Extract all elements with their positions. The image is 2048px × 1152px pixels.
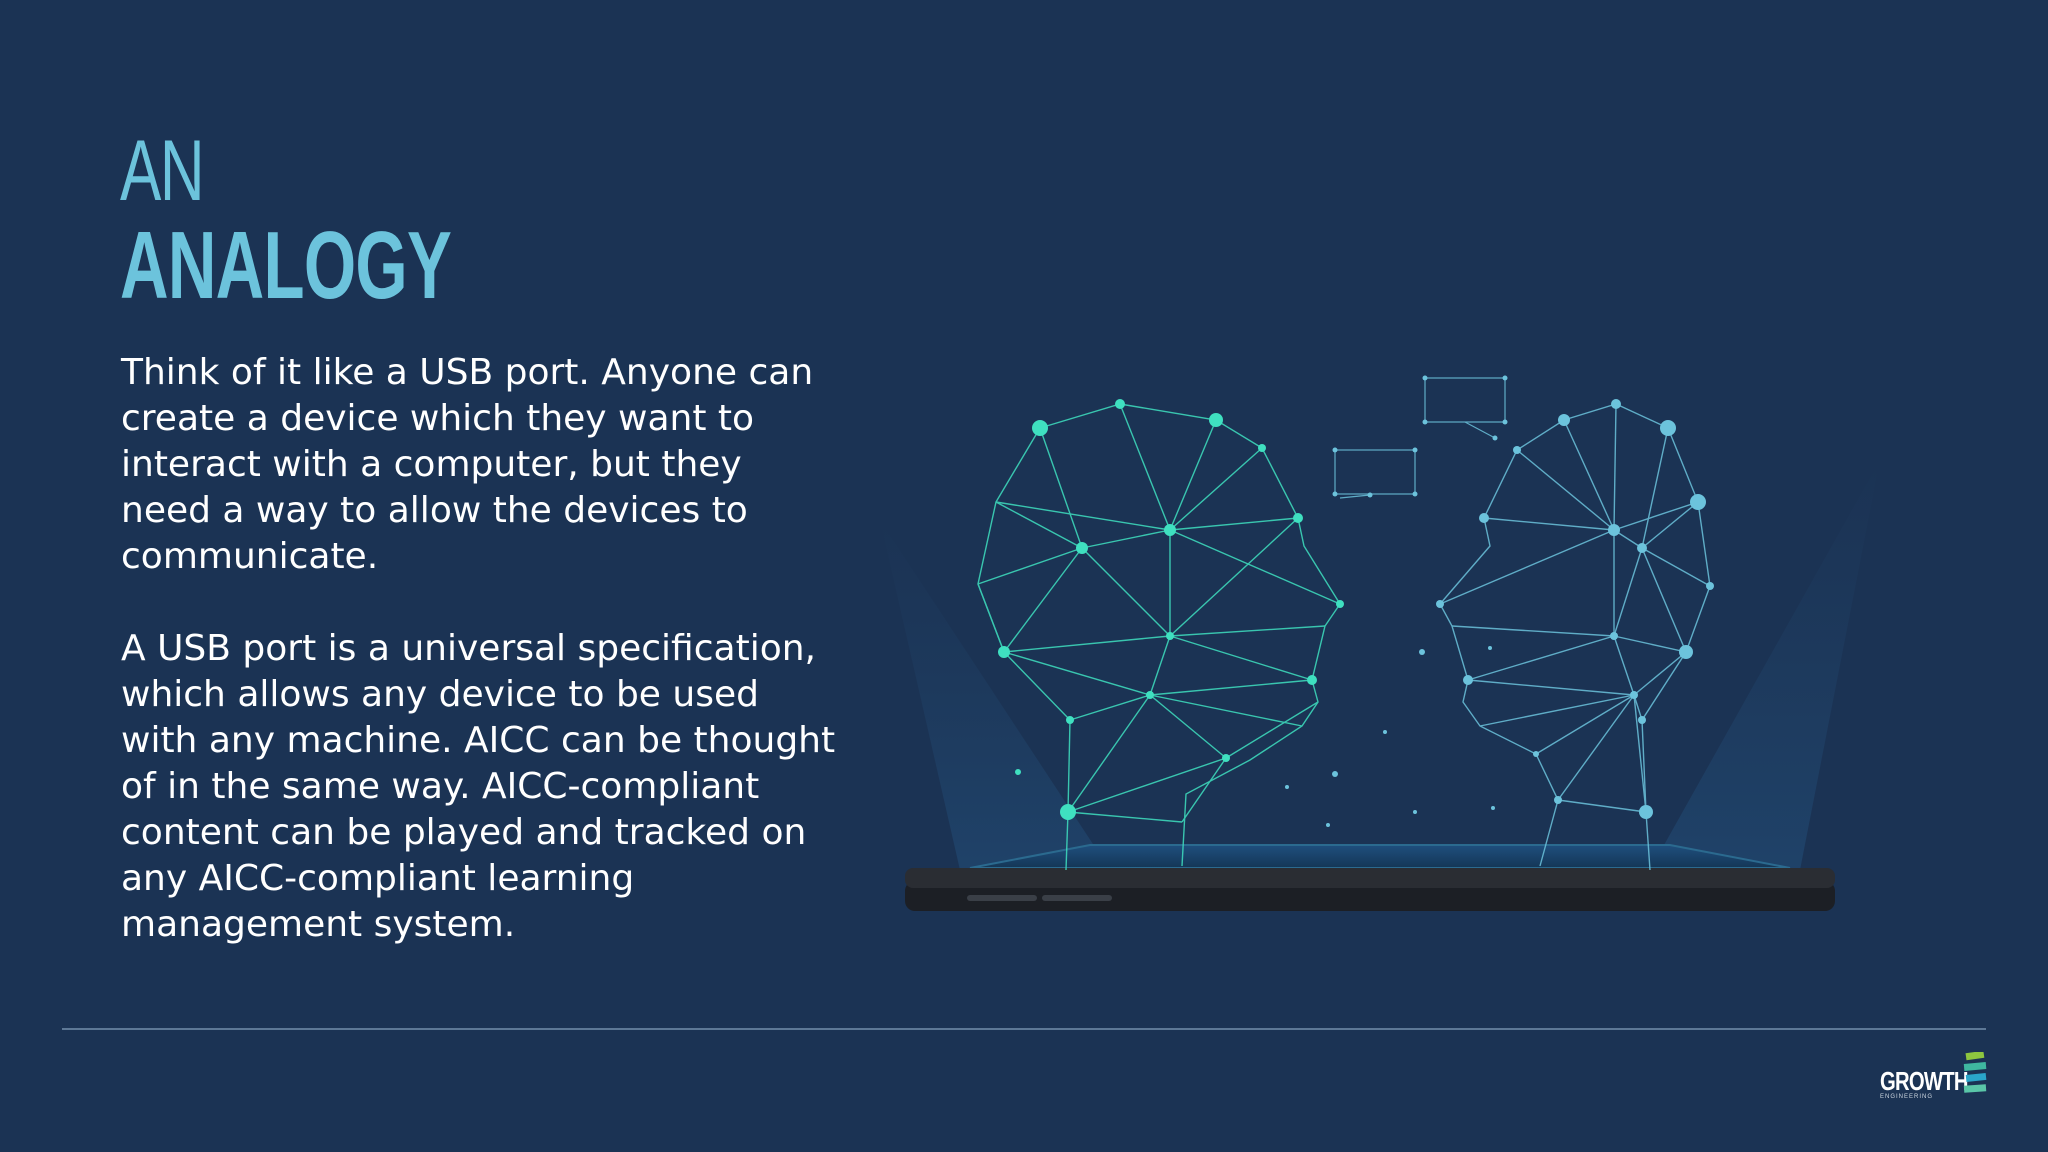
left-head-nodes — [998, 399, 1344, 820]
title-line-1: AN — [120, 123, 205, 219]
floating-dots — [1285, 375, 1508, 827]
divider — [62, 1028, 1986, 1030]
logo-name: GROWTH — [1880, 1066, 1968, 1096]
right-head-nodes — [1436, 399, 1714, 819]
light-beam-right — [1650, 460, 1880, 870]
logo-bars-icon — [1963, 1052, 1987, 1093]
title-line-2: ANALOGY — [120, 212, 452, 319]
right-head-network — [1439, 403, 1711, 871]
light-beam-left — [880, 520, 1110, 870]
paragraph-2: A USB port is a universal specification,… — [121, 628, 836, 945]
growth-engineering-logo: GROWTH ENGINEERING — [1880, 1052, 1990, 1102]
body-text: Think of it like a USB port. Anyone can … — [121, 350, 841, 994]
paragraph-1: Think of it like a USB port. Anyone can … — [121, 352, 814, 577]
left-head-network — [977, 403, 1341, 871]
two-heads-network-illustration — [880, 375, 1880, 911]
tablet-icon — [905, 844, 1835, 911]
logo-sub: ENGINEERING — [1880, 1094, 1934, 1100]
floating-shapes — [1334, 377, 1506, 499]
